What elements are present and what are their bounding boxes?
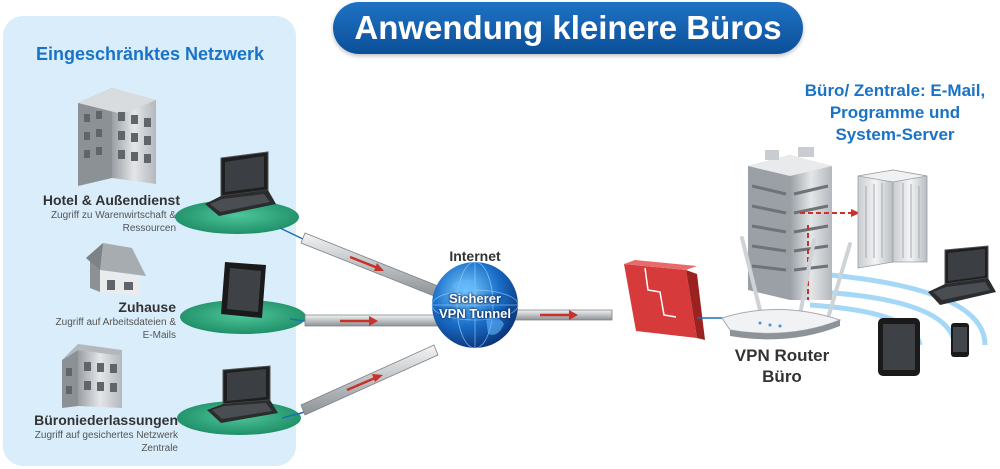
office-label-line: System-Server xyxy=(835,125,955,144)
firewall-icon xyxy=(624,260,705,340)
office-label-line: Büro/ Zentrale: E-Mail, xyxy=(804,81,986,100)
vpn-tunnel-label: Sicherer VPN Tunnel xyxy=(425,291,525,321)
site-name-home: Zuhause xyxy=(118,299,176,315)
house-icon xyxy=(86,243,146,296)
office-building-icon xyxy=(748,147,832,300)
router-label: VPN Router Büro xyxy=(712,345,852,387)
pad-connectors xyxy=(279,227,306,419)
site-desc-line: Zugriff auf Arbeitsdateien & xyxy=(55,317,176,328)
router-label-line: Büro xyxy=(762,367,802,386)
data-flow-arrows xyxy=(340,255,578,392)
vpn-tunnel-line: Sicherer xyxy=(448,291,502,306)
office-label-line: Programme und xyxy=(829,103,961,122)
server-link xyxy=(800,209,860,300)
internet-label: Internet xyxy=(449,248,501,264)
tablet-icon-office xyxy=(878,318,920,376)
site-name-branch: Büroniederlassungen xyxy=(34,412,178,428)
tablet-icon-home xyxy=(221,262,266,318)
site-desc-line: Ressourcen xyxy=(122,223,176,234)
branch-building-icon xyxy=(62,344,122,408)
server-icon xyxy=(857,169,928,269)
site-desc-line: Zentrale xyxy=(141,443,178,454)
laptop-icon-office xyxy=(928,245,996,305)
site-desc-line: E-Mails xyxy=(142,330,176,341)
router-icon xyxy=(721,236,852,340)
laptop-icon-branch xyxy=(207,365,278,423)
site-desc-line: Zugriff auf gesichertes Netzwerk xyxy=(34,430,178,441)
globe-icon xyxy=(431,261,519,349)
restricted-network-title: Eingeschränktes Netzwerk xyxy=(35,44,265,64)
router-label-line: VPN Router xyxy=(734,346,830,365)
office-building-icon-hotel xyxy=(78,88,156,186)
site-desc-home: Zugriff auf Arbeitsdateien & E-Mails xyxy=(10,316,176,342)
smartphone-icon xyxy=(951,323,969,357)
vpn-tunnel-line: VPN Tunnel xyxy=(439,306,511,321)
office-label: Büro/ Zentrale: E-Mail, Programme und Sy… xyxy=(790,80,1000,146)
laptop-icon-hotel xyxy=(205,151,276,216)
site-desc-hotel: Zugriff zu Warenwirtschaft & Ressourcen xyxy=(10,209,176,235)
site-name-hotel: Hotel & Außendienst xyxy=(42,192,180,208)
site-desc-branch: Zugriff auf gesichertes Netzwerk Zentral… xyxy=(4,429,178,455)
site-desc-line: Zugriff zu Warenwirtschaft & xyxy=(50,210,176,221)
page-title: Anwendung kleinere Büros xyxy=(333,2,803,54)
